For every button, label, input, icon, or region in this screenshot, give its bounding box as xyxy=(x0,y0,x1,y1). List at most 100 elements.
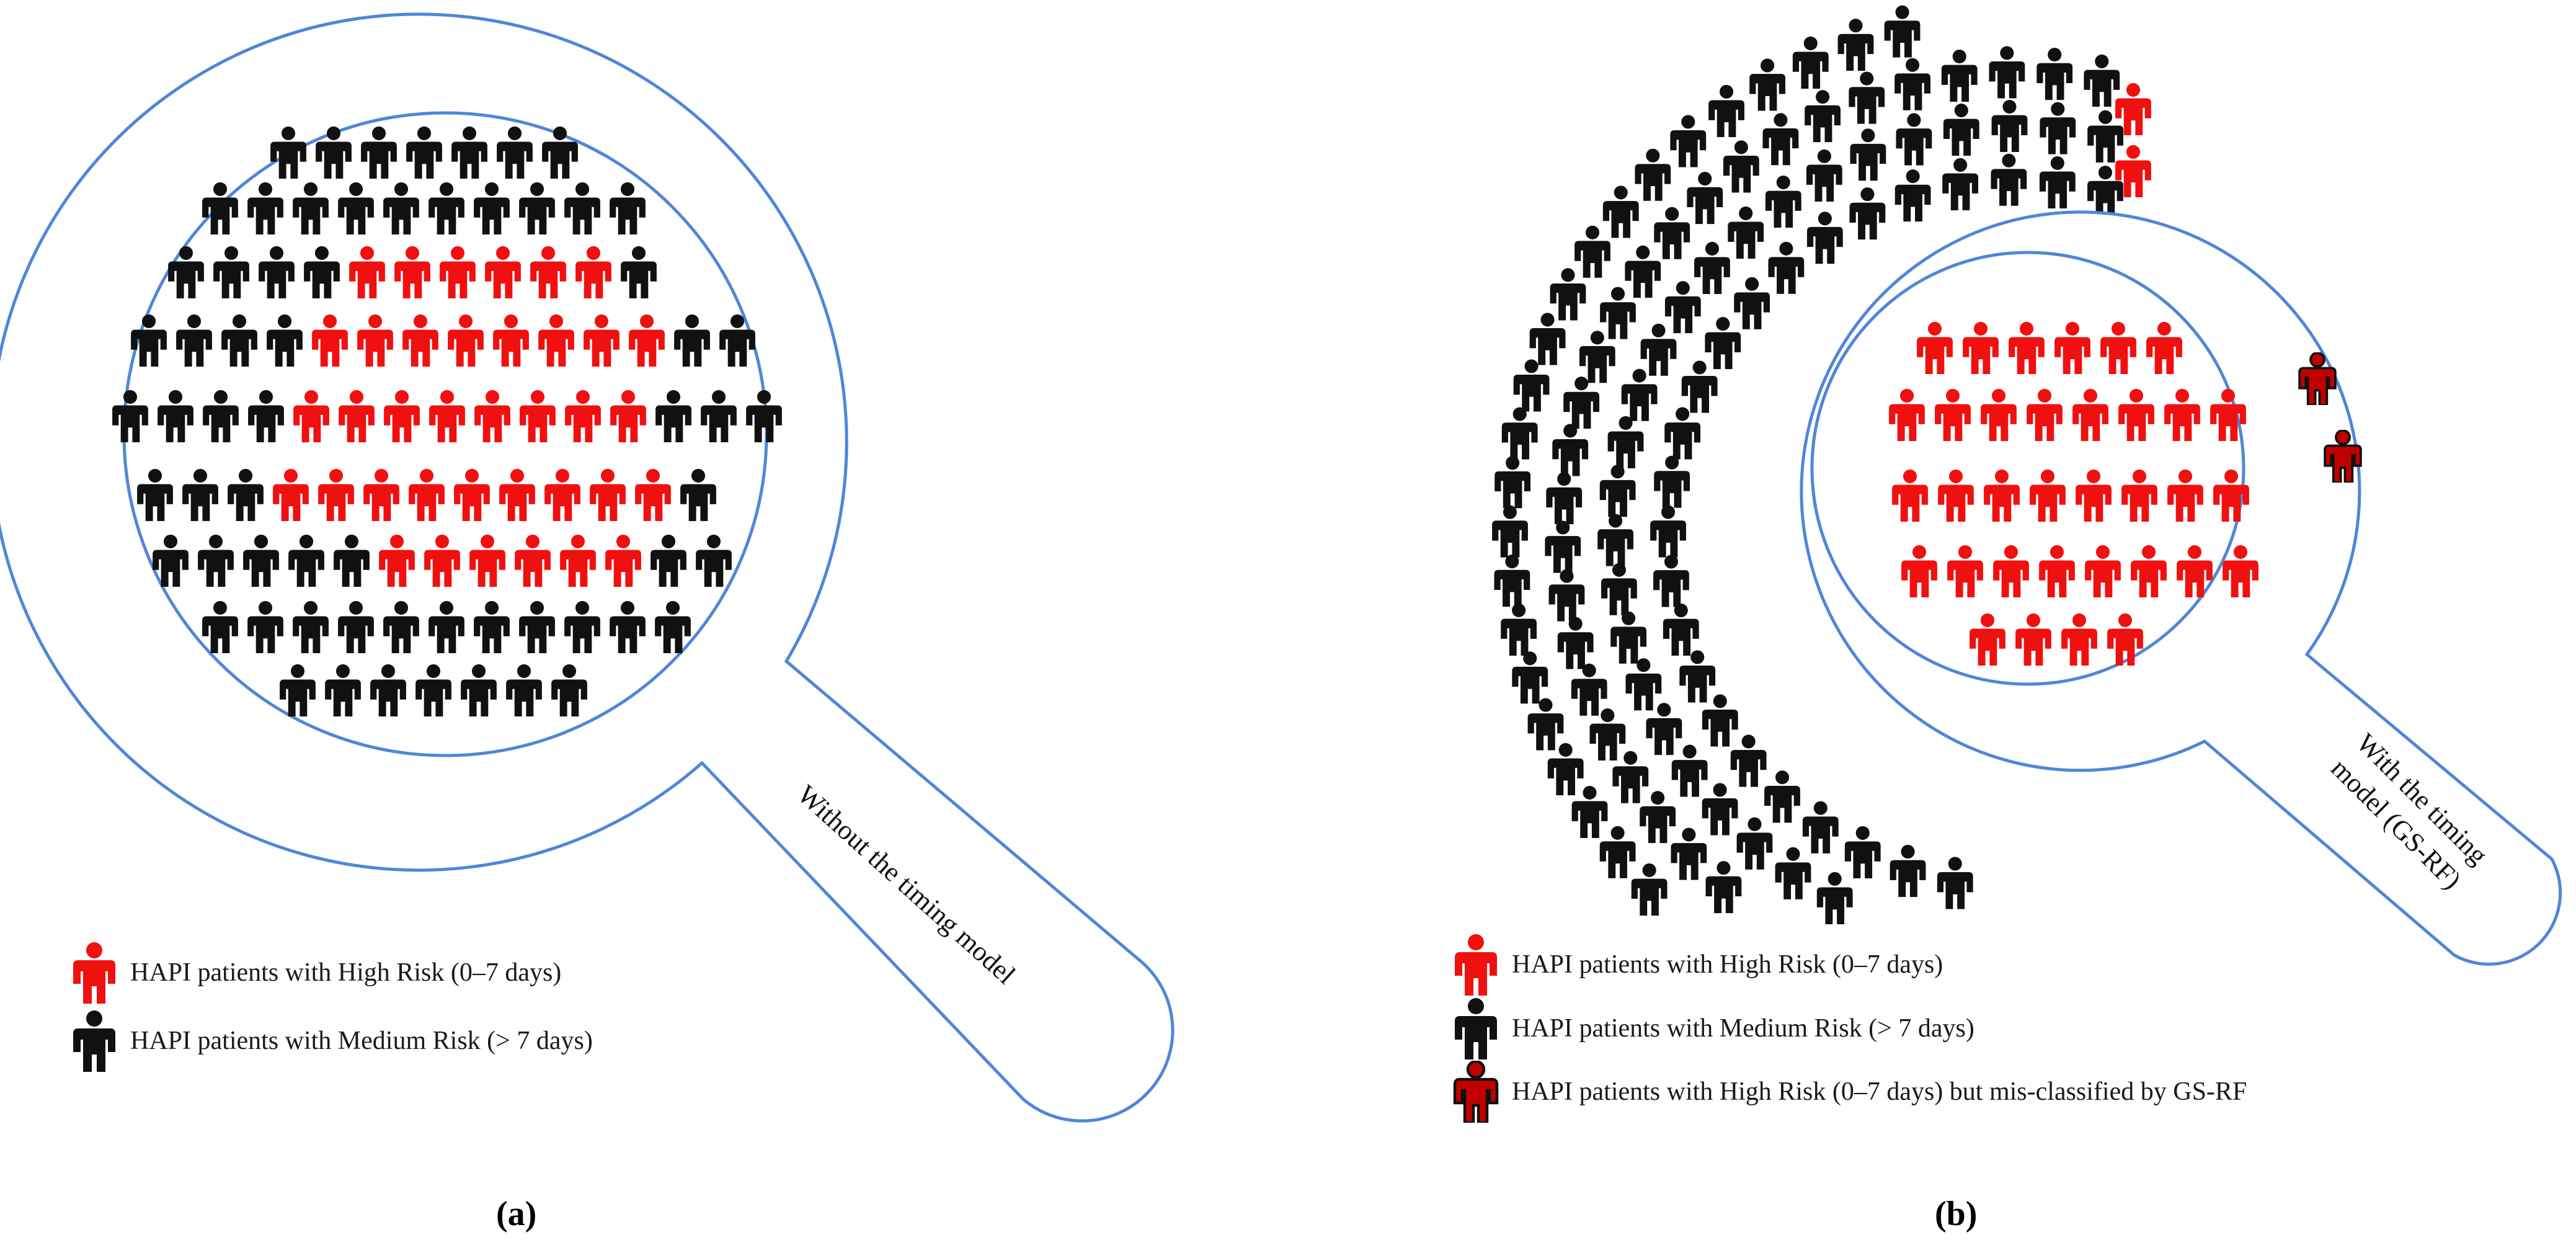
black-person-icon xyxy=(1612,751,1649,803)
black-person-icon xyxy=(293,600,329,653)
black-person-icon xyxy=(1890,844,1926,898)
red-person-icon xyxy=(402,314,438,367)
black-person-icon xyxy=(1571,785,1608,839)
red-person-icon xyxy=(584,314,620,367)
black-person-icon xyxy=(1597,514,1633,566)
black-person-icon xyxy=(338,600,374,653)
black-person-icon xyxy=(1937,857,1973,909)
black-person-icon xyxy=(304,246,340,298)
red-person-icon xyxy=(409,468,445,521)
black-person-icon xyxy=(1501,407,1538,460)
black-person-icon xyxy=(1806,149,1842,202)
black-person-icon xyxy=(1806,212,1843,264)
black-person-icon xyxy=(1557,617,1594,669)
black-person-icon xyxy=(1552,424,1589,476)
black-person-icon xyxy=(247,182,283,234)
black-person-icon xyxy=(1708,84,1744,137)
black-person-icon xyxy=(542,126,578,179)
magnifier-b-outline xyxy=(1800,210,2562,966)
black-person-icon xyxy=(415,664,451,716)
black-person-icon xyxy=(370,664,406,716)
black-person-icon xyxy=(280,664,316,716)
black-person-icon xyxy=(1527,698,1564,751)
black-person-icon xyxy=(203,390,239,442)
black-person-icon xyxy=(564,182,600,234)
black-person-icon xyxy=(1545,520,1581,573)
black-person-icon xyxy=(2039,156,2076,209)
black-person-icon xyxy=(1621,368,1658,421)
red-person-icon xyxy=(469,534,505,587)
black-person-icon xyxy=(474,182,510,234)
red-person-icon xyxy=(560,534,596,587)
black-person-icon xyxy=(334,534,370,587)
legend-b-item-medium-risk: HAPI patients with Medium Risk (> 7 days… xyxy=(1451,997,1974,1059)
black-person-icon xyxy=(1550,268,1586,321)
black-person-icon xyxy=(1600,287,1636,339)
black-person-icon xyxy=(1837,19,1874,71)
red-person-icon xyxy=(357,314,393,367)
black-person-icon xyxy=(696,534,732,587)
black-person-icon xyxy=(1547,742,1584,796)
black-person-icon xyxy=(1625,658,1662,711)
black-person-icon xyxy=(1494,555,1530,607)
black-person-icon xyxy=(1687,172,1723,225)
black-person-icon xyxy=(1529,313,1566,365)
black-person-icon xyxy=(243,534,279,587)
red-person-icon xyxy=(590,468,626,521)
black-person-icon xyxy=(131,314,167,367)
black-person-icon xyxy=(228,468,264,521)
black-person-icon xyxy=(1495,456,1531,509)
red-person-icon xyxy=(515,534,551,587)
black-person-icon xyxy=(270,126,306,179)
black-person-icon xyxy=(198,534,234,587)
black-person-icon xyxy=(406,126,442,179)
black-person-icon xyxy=(746,390,782,442)
red-person-icon xyxy=(520,390,556,442)
red-person-icon xyxy=(429,390,465,442)
black-person-icon xyxy=(1631,863,1668,916)
legend-b-item-misclassified: HAPI patients with High Risk (0–7 days) … xyxy=(1451,1061,2247,1123)
black-person-icon xyxy=(651,534,686,587)
black-person-icon xyxy=(213,246,249,298)
black-person-icon xyxy=(1736,817,1773,870)
black-person-icon xyxy=(1663,603,1699,656)
black-person-icon xyxy=(1764,770,1800,823)
black-person-icon xyxy=(1635,148,1671,201)
black-person-icon xyxy=(248,390,284,442)
red-person-icon xyxy=(474,390,510,442)
black-person-icon xyxy=(674,314,710,367)
black-person-icon xyxy=(1775,847,1811,899)
black-person-icon xyxy=(1723,140,1759,193)
red-person-icon xyxy=(485,246,521,298)
black-person-icon xyxy=(1705,861,1742,914)
black-person-icon xyxy=(1602,185,1639,238)
black-person-icon xyxy=(1884,5,1921,58)
black-person-icon xyxy=(1844,826,1881,879)
black-person-icon xyxy=(610,600,646,653)
red-person-icon xyxy=(629,314,665,367)
black-person-icon xyxy=(1653,555,1689,607)
black-person-icon xyxy=(176,314,212,367)
black-person-icon xyxy=(1728,206,1764,259)
black-person-icon xyxy=(1849,187,1886,240)
black-person-icon xyxy=(1991,153,2027,206)
red-person-icon xyxy=(544,468,580,521)
legend-a-label-medium-risk: HAPI patients with Medium Risk (> 7 days… xyxy=(130,1027,593,1055)
red-person-icon xyxy=(379,534,415,587)
black-person-icon xyxy=(1670,115,1707,167)
black-person-icon xyxy=(1792,36,1829,89)
black-person-icon xyxy=(168,246,204,298)
red-person-icon xyxy=(454,468,490,521)
black-person-icon xyxy=(1694,241,1730,295)
black-person-icon xyxy=(1607,416,1644,469)
red-person-icon xyxy=(1451,934,1501,996)
black-person-icon xyxy=(1546,472,1583,525)
black-person-icon xyxy=(1650,505,1686,558)
black-person-icon xyxy=(1702,694,1738,747)
black-person-icon xyxy=(506,664,542,716)
black-person-icon xyxy=(610,182,646,234)
black-person-icon xyxy=(1671,827,1707,880)
black-person-icon xyxy=(519,182,555,234)
red-person-icon xyxy=(605,534,641,587)
